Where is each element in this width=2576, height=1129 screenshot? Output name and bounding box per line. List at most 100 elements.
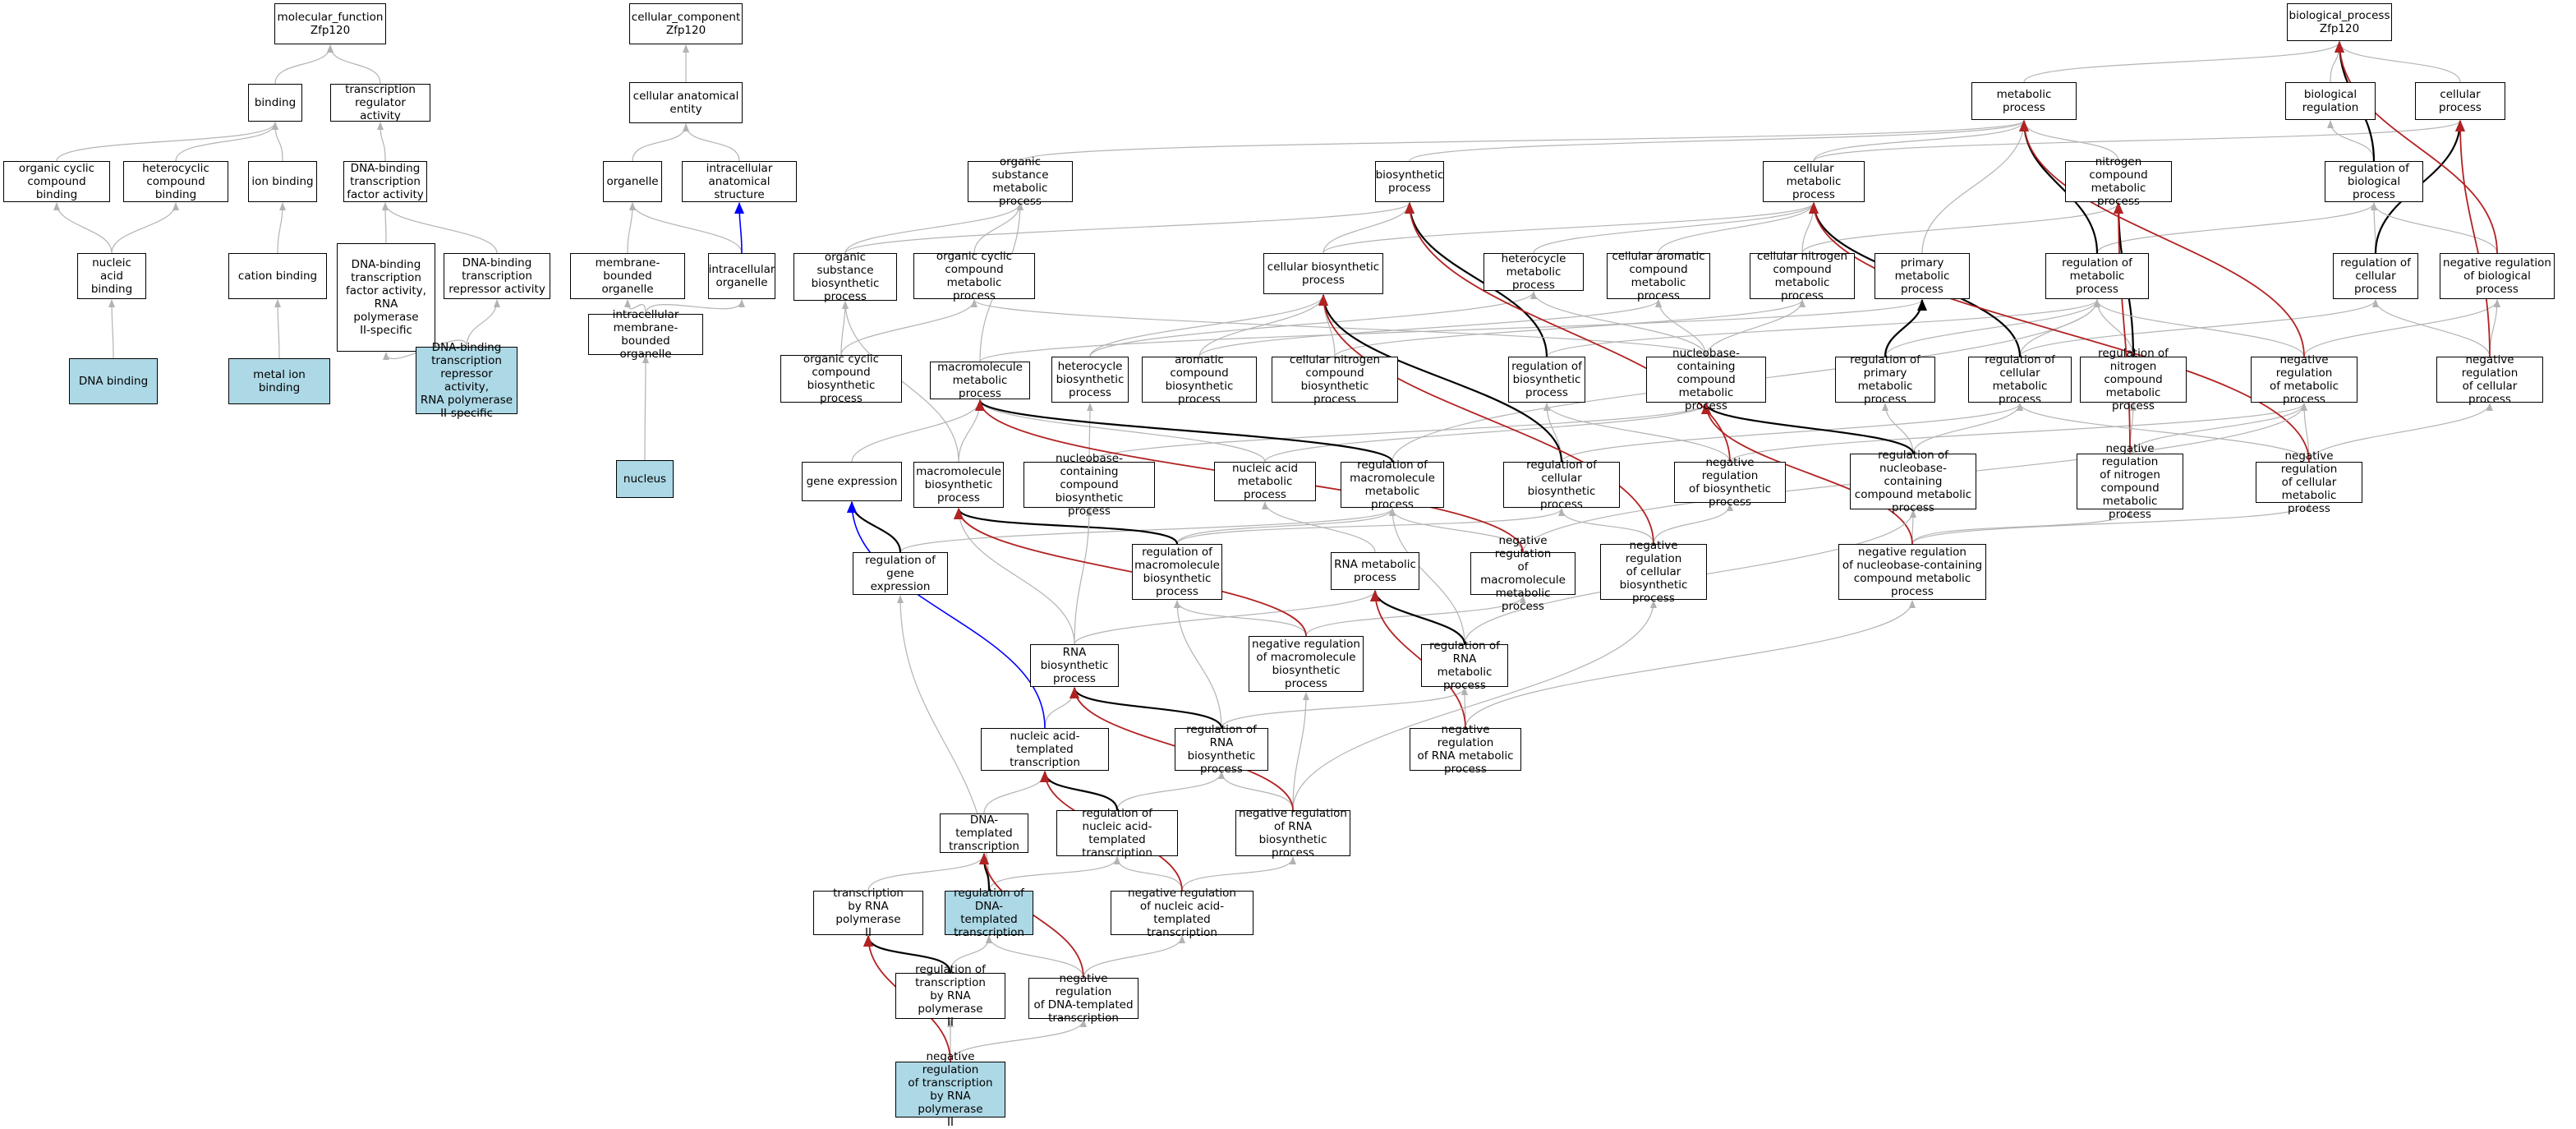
edge-is-a-nregrnabp-to-nregcbp	[1292, 600, 1657, 811]
edge-is-a-rnabp-to-mbsp	[955, 508, 1075, 645]
edge-is-a-nregmp-to-nregbp	[2303, 299, 2500, 357]
edge-is-a-nab-to-occb	[53, 202, 113, 254]
edge-is-a-regbsp-to-regmp	[1546, 299, 2100, 357]
go-term-regcmp: regulation of cellular metabolic process	[1968, 353, 2072, 406]
edge-negatively-regulates-nregbp-to-bp	[2334, 41, 2498, 254]
edge-is-a-nregmbsp-to-regmbsp	[1174, 600, 1307, 637]
go-term-hbp: heterocycle biosynthetic process	[1051, 357, 1129, 403]
go-term-nregrnamp: negative regulation of RNA metabolic pro…	[1410, 723, 1521, 776]
edge-is-a-binding-to-mf	[274, 44, 334, 85]
edge-is-a-cellproc-to-bp	[2336, 41, 2461, 83]
edge-is-a-cmp-to-cellproc	[1813, 120, 2463, 162]
edge-is-a-cbp-to-biosyn	[1322, 202, 1413, 254]
edge-is-a-rnabp-to-nbcbp	[1074, 508, 1092, 645]
go-term-dnab: DNA binding	[69, 358, 158, 404]
edge-is-a-nregbp-to-regbp	[2371, 202, 2498, 254]
edge-is-a-nregbsp-to-nregmp	[1729, 403, 2307, 463]
go-term-nregbsp: negative regulation of biosynthetic proc…	[1674, 456, 1786, 509]
edge-is-a-nregcbp-to-regcbp	[1558, 508, 1654, 545]
edge-regulates-regmmp-to-mmp	[975, 399, 1394, 463]
go-term-mmp: macromolecule metabolic process	[930, 361, 1030, 400]
edge-is-a-nregbsp-to-regbsp	[1543, 403, 1731, 463]
go-term-nab: nucleic acid binding	[77, 253, 146, 299]
edge-is-a-mbo-to-organelle	[627, 202, 636, 254]
edge-negatively-regulates-nregcbp-to-cbp	[1318, 294, 1654, 545]
edge-is-a-geneexp-to-mmp	[851, 399, 983, 463]
go-term-regcbp: regulation of cellular biosynthetic proc…	[1503, 459, 1620, 511]
go-term-metproc: metabolic process	[1971, 82, 2077, 120]
go-term-bp: biological_process Zfp120	[2287, 3, 2392, 41]
edge-is-a-regcbp-to-regcmp	[1561, 403, 2023, 463]
edge-is-a-rnamp-to-nampmp	[1262, 501, 1376, 553]
edge-is-a-occbsp-to-osbp	[840, 301, 849, 356]
edge-is-a-acbp-to-cbp	[1198, 294, 1327, 357]
go-term-reggeneexp: regulation of gene expression	[853, 552, 948, 595]
go-term-nregcbp: negative regulation of cellular biosynth…	[1600, 539, 1707, 605]
edge-is-a-regdtt-to-regnatt	[988, 856, 1120, 892]
edge-is-a-regbp-to-bioreg	[2327, 120, 2375, 162]
go-term-regncmp: regulation of nitrogen compound metaboli…	[2080, 347, 2187, 412]
edge-is-a-nregmp-to-regmp	[2094, 299, 2305, 357]
edge-is-a-nab-to-hcb	[111, 202, 179, 254]
go-term-regmp: regulation of metabolic process	[2045, 253, 2149, 299]
edge-regulates-regpmp-to-pmp	[1884, 299, 1927, 357]
go-term-cbp: cellular biosynthetic process	[1263, 253, 1383, 294]
edge-is-a-nbcmp-to-hmp	[1530, 291, 1707, 357]
edge-is-a-regmbsp-to-regmmp	[1176, 508, 1396, 545]
go-term-nregcmp: negative regulation of cellular metaboli…	[2256, 449, 2362, 515]
go-term-organelle: organelle	[603, 161, 662, 202]
edge-is-a-nampmp-to-nbcmp	[1264, 403, 1709, 463]
go-term-pmp: primary metabolic process	[1874, 253, 1970, 299]
edge-is-a-nregcmp-to-nregcp	[2308, 403, 2493, 463]
edge-is-a-nregnbcmp-to-nregncmp	[1911, 509, 2133, 545]
go-term-ionb: ion binding	[248, 161, 317, 202]
edge-is-a-nucleus-to-imbo	[642, 355, 649, 461]
go-term-imbo: intracellular membrane-bounded organelle	[588, 308, 703, 361]
edge-is-a-cbp-to-cmp	[1322, 202, 1817, 254]
go-term-mib: metal ion binding	[228, 358, 330, 404]
go-term-osbp: organic substance biosynthetic process	[794, 251, 897, 303]
edge-is-a-nregdtt-to-regdtt	[986, 935, 1084, 979]
edge-is-a-nbcbp-to-hbp	[1086, 403, 1093, 463]
go-term-nregbp: negative regulation of biological proces…	[2440, 253, 2555, 299]
go-term-regmbsp: regulation of macromolecule biosynthetic…	[1132, 544, 1222, 600]
edge-is-a-imbo-to-io	[645, 299, 745, 315]
go-term-nregtpol2: negative regulation of transcription by …	[895, 1050, 1005, 1129]
edge-regulates-reggeneexp-to-geneexp	[847, 501, 902, 553]
edge-is-a-hcb-to-binding	[175, 122, 278, 162]
go-term-bioreg: biological regulation	[2285, 82, 2376, 120]
go-term-regtpol2: regulation of transcription by RNA polym…	[895, 963, 1005, 1029]
go-term-dbtf: DNA-binding transcription factor activit…	[343, 161, 427, 202]
edge-negatively-regulates-nregnbcmp-to-nbcmp	[1701, 403, 1913, 545]
go-term-catb: cation binding	[228, 253, 327, 299]
edge-is-a-mmp-to-pmp	[979, 299, 1925, 362]
edge-is-a-dbtf-to-tra	[377, 122, 386, 162]
edge-is-a-cncbp-to-cncmp	[1334, 299, 1806, 357]
edge-is-a-regpmp-to-regmp	[1884, 299, 2100, 357]
edge-is-a-cacmp-to-cmp	[1658, 202, 1817, 254]
go-term-dbtfpol2: DNA-binding transcription factor activit…	[337, 243, 435, 352]
edge-negatively-regulates-nregbsp-to-biosyn	[1405, 202, 1731, 463]
edge-is-a-nregncmp-to-nregmp	[2129, 403, 2307, 454]
go-term-nucleus: nucleus	[616, 460, 674, 498]
edge-is-a-catb-to-ionb	[277, 202, 286, 254]
edge-is-a-nregcmp-to-regcmp	[2017, 403, 2310, 463]
go-term-hmp: heterocycle metabolic process	[1484, 252, 1584, 292]
go-term-geneexp: gene expression	[802, 462, 902, 501]
edge-is-a-mbsp-to-osbp	[842, 301, 959, 463]
go-term-cncbp: cellular nitrogen compound biosynthetic …	[1272, 353, 1398, 406]
edge-is-a-ionb-to-binding	[272, 122, 283, 162]
edge-is-a-mib-to-catb	[274, 299, 282, 359]
edge-is-a-occbsp-to-occbp	[840, 299, 978, 356]
edge-is-a-regnbcmp-to-regpmp	[1882, 403, 1914, 454]
edge-regulates-regmbsp-to-mbsp	[954, 508, 1179, 545]
go-term-regpmp: regulation of primary metabolic process	[1835, 353, 1935, 406]
go-term-nregmmp: negative regulation of macromolecule met…	[1470, 534, 1576, 613]
go-term-regcp: regulation of cellular process	[2333, 253, 2418, 299]
edge-is-a-nregcbp-to-nregbsp	[1653, 503, 1733, 545]
go-term-nregmbsp: negative regulation of macromolecule bio…	[1249, 636, 1364, 692]
go-term-regnatt: regulation of nucleic acid-templated tra…	[1056, 807, 1178, 859]
edge-is-a-nregcp-to-nregbp	[2489, 299, 2500, 357]
edge-is-a-metproc-to-bp	[2023, 41, 2343, 83]
edge-is-a-dbtr-to-dbtf	[382, 202, 498, 254]
